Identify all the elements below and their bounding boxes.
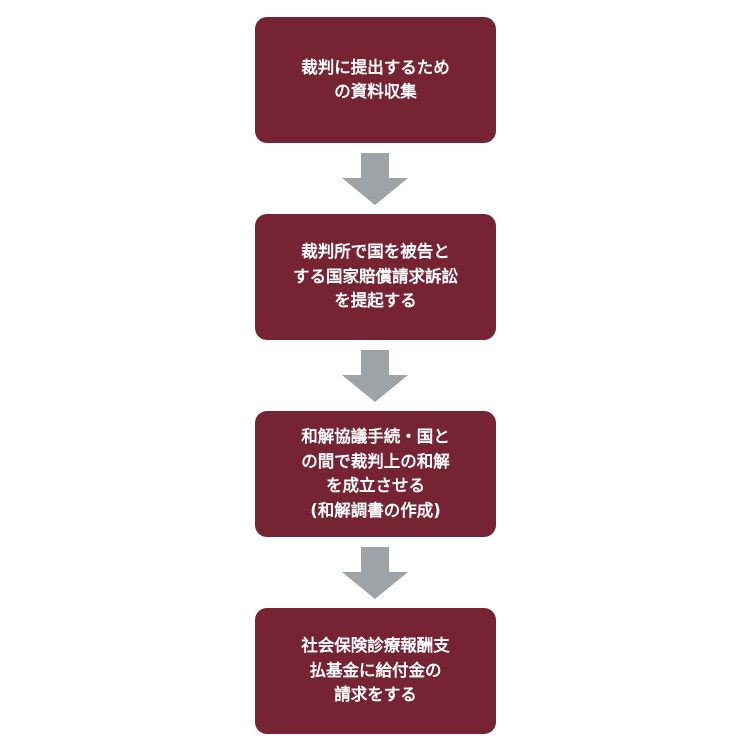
step-3-text: 和解協議手続・国と の間で裁判上の和解 を成立させる (和解調書の作成) xyxy=(301,427,450,520)
down-arrow-icon xyxy=(342,350,408,402)
step-file-lawsuit-box: 裁判所で国を被告と する国家賠償請求訴訟 を提起する xyxy=(255,214,496,340)
step-settlement-box: 和解協議手続・国と の間で裁判上の和解 を成立させる (和解調書の作成) xyxy=(255,411,496,537)
step-1-text: 裁判に提出するため の資料収集 xyxy=(301,57,450,102)
down-arrow-icon xyxy=(342,547,408,599)
step-claim-benefit-box: 社会保険診療報酬支 払基金に給付金の 請求をする xyxy=(255,608,496,734)
down-arrow-icon xyxy=(342,153,408,205)
step-2-text: 裁判所で国を被告と する国家賠償請求訴訟 を提起する xyxy=(293,242,458,311)
step-collect-materials-box: 裁判に提出するため の資料収集 xyxy=(255,17,496,143)
step-4-text: 社会保険診療報酬支 払基金に給付金の 請求をする xyxy=(301,636,450,705)
